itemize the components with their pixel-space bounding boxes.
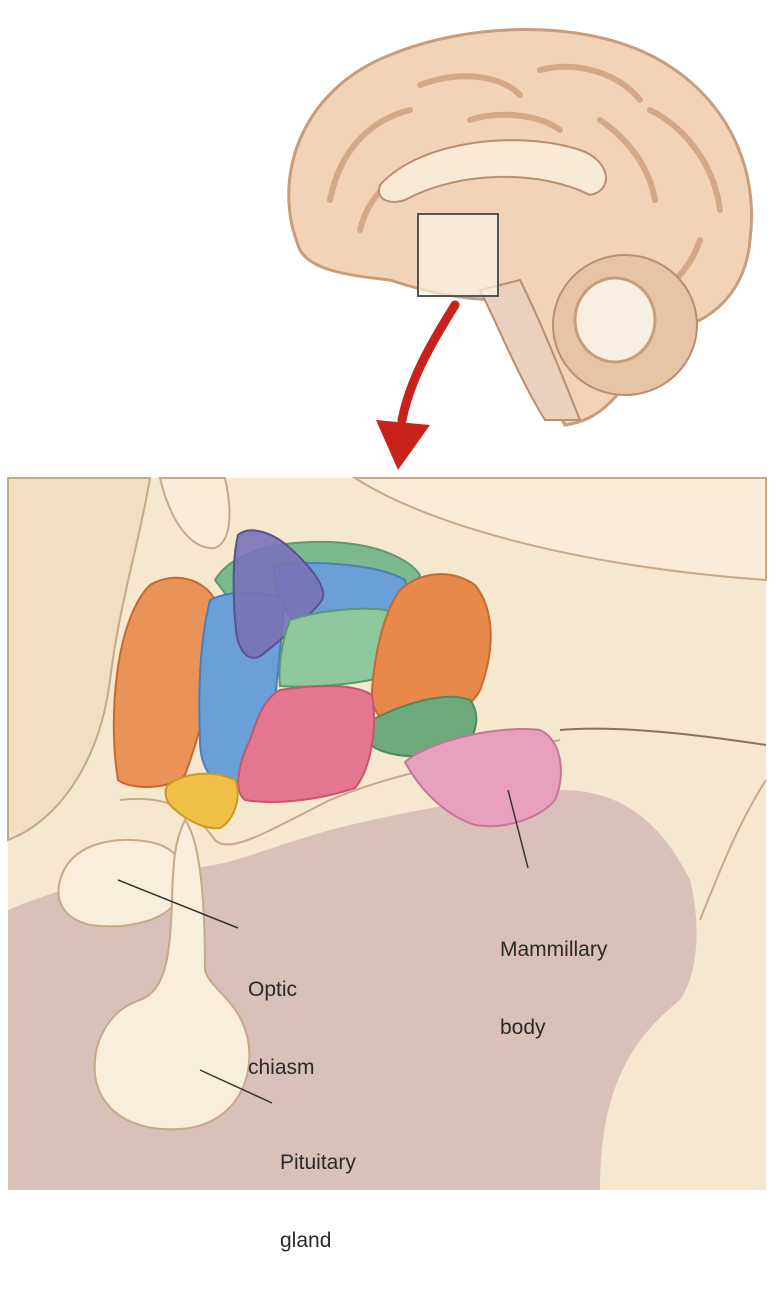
zoom-arrow [376,300,460,470]
mammillary-body-label-line1: Mammillary [500,938,608,961]
pituitary-gland-label: Pituitary gland [280,1098,356,1306]
mammillary-body-label-line2: body [500,1016,546,1039]
pituitary-gland [93,818,251,1131]
mammillary-leader [507,789,529,869]
nucleus-yellow [164,772,239,830]
optic-chiasm-label-line1: Optic [248,978,298,1001]
optic-chiasm-leader [117,879,239,929]
brainstem [478,278,582,421]
cerebellum-arbor [573,276,657,364]
anterior-structure [7,477,152,842]
pituitary-gland-label-line1: Pituitary [280,1151,356,1174]
optic-chiasm-label-line2: chiasm [248,1056,315,1079]
brain-sagittal-illustration [287,28,753,427]
upper-structure [351,477,767,582]
mammillary-body [403,728,562,828]
pituitary-gland-label-line2: gland [280,1229,332,1252]
mammillary-body-label: Mammillary body [500,885,607,1093]
hypothalamus-diagram: Optic chiasm Pituitary gland Mammillary … [7,28,767,1252]
fornix [158,477,231,550]
boundary-line [559,727,767,746]
zoom-region-box [417,213,499,297]
hypothalamus-inset [7,477,767,1190]
diagram-canvas [7,28,767,1190]
hypothalamic-nuclei [112,529,492,830]
pituitary-leader [199,1069,273,1104]
corpus-callosum [378,139,607,203]
nucleus-pink [237,685,375,803]
optic-chiasm-label: Optic chiasm [248,925,315,1133]
